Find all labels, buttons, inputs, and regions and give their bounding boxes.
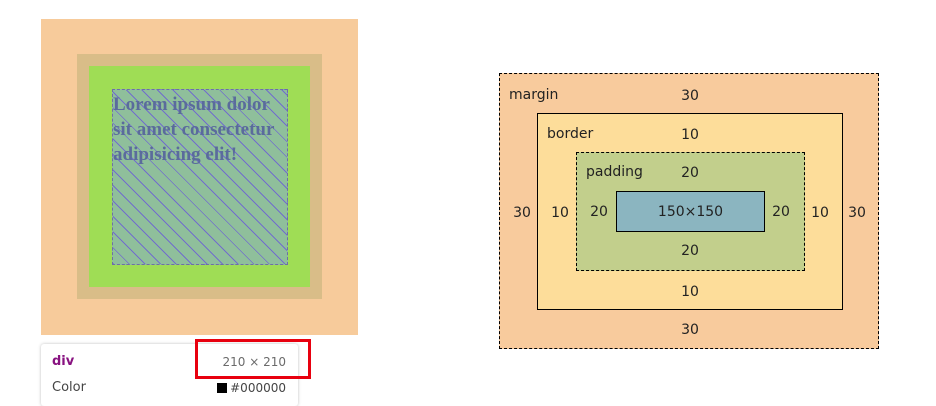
- element-padding-overlay: Lorem ipsum dolor sit amet consectetur a…: [89, 66, 310, 287]
- margin-bottom-value[interactable]: 30: [681, 322, 699, 338]
- element-margin-overlay: Lorem ipsum dolor sit amet consectetur a…: [41, 19, 358, 335]
- border-left-value[interactable]: 10: [551, 205, 569, 221]
- box-model-border[interactable]: border 10 10 10 10 padding 20 20 20 20 1…: [537, 113, 843, 310]
- color-swatch-icon: [217, 383, 228, 393]
- box-model-padding[interactable]: padding 20 20 20 20 150×150: [576, 152, 805, 271]
- tooltip-color-hex: #000000: [230, 381, 286, 395]
- border-label: border: [547, 126, 594, 142]
- border-top-value[interactable]: 10: [681, 127, 699, 143]
- margin-top-value[interactable]: 30: [681, 88, 699, 104]
- border-right-value[interactable]: 10: [811, 205, 829, 221]
- padding-label: padding: [586, 164, 643, 180]
- content-size-value[interactable]: 150×150: [657, 203, 724, 220]
- padding-top-value[interactable]: 20: [681, 165, 699, 181]
- element-border-overlay: Lorem ipsum dolor sit amet consectetur a…: [77, 54, 322, 299]
- inspector-tooltip: div 210 × 210 Color #000000: [41, 344, 298, 406]
- dimensions-highlight-box: [195, 339, 311, 379]
- margin-right-value[interactable]: 30: [848, 205, 866, 221]
- padding-left-value[interactable]: 20: [590, 204, 608, 220]
- box-model-margin[interactable]: margin 30 30 30 30 border 10 10 10 10 pa…: [499, 73, 879, 349]
- margin-left-value[interactable]: 30: [513, 205, 531, 221]
- box-model-content[interactable]: 150×150: [616, 191, 765, 232]
- tooltip-tag-name: div: [52, 354, 75, 369]
- element-text: Lorem ipsum dolor sit amet consectetur a…: [113, 94, 275, 165]
- tooltip-color-value: #000000: [217, 381, 286, 395]
- margin-label: margin: [509, 87, 559, 103]
- tooltip-dimensions: 210 × 210: [222, 355, 287, 369]
- padding-right-value[interactable]: 20: [772, 204, 790, 220]
- tooltip-color-label: Color: [52, 380, 86, 395]
- border-bottom-value[interactable]: 10: [681, 284, 699, 300]
- padding-bottom-value[interactable]: 20: [681, 243, 699, 259]
- element-content-overlay: Lorem ipsum dolor sit amet consectetur a…: [112, 89, 288, 265]
